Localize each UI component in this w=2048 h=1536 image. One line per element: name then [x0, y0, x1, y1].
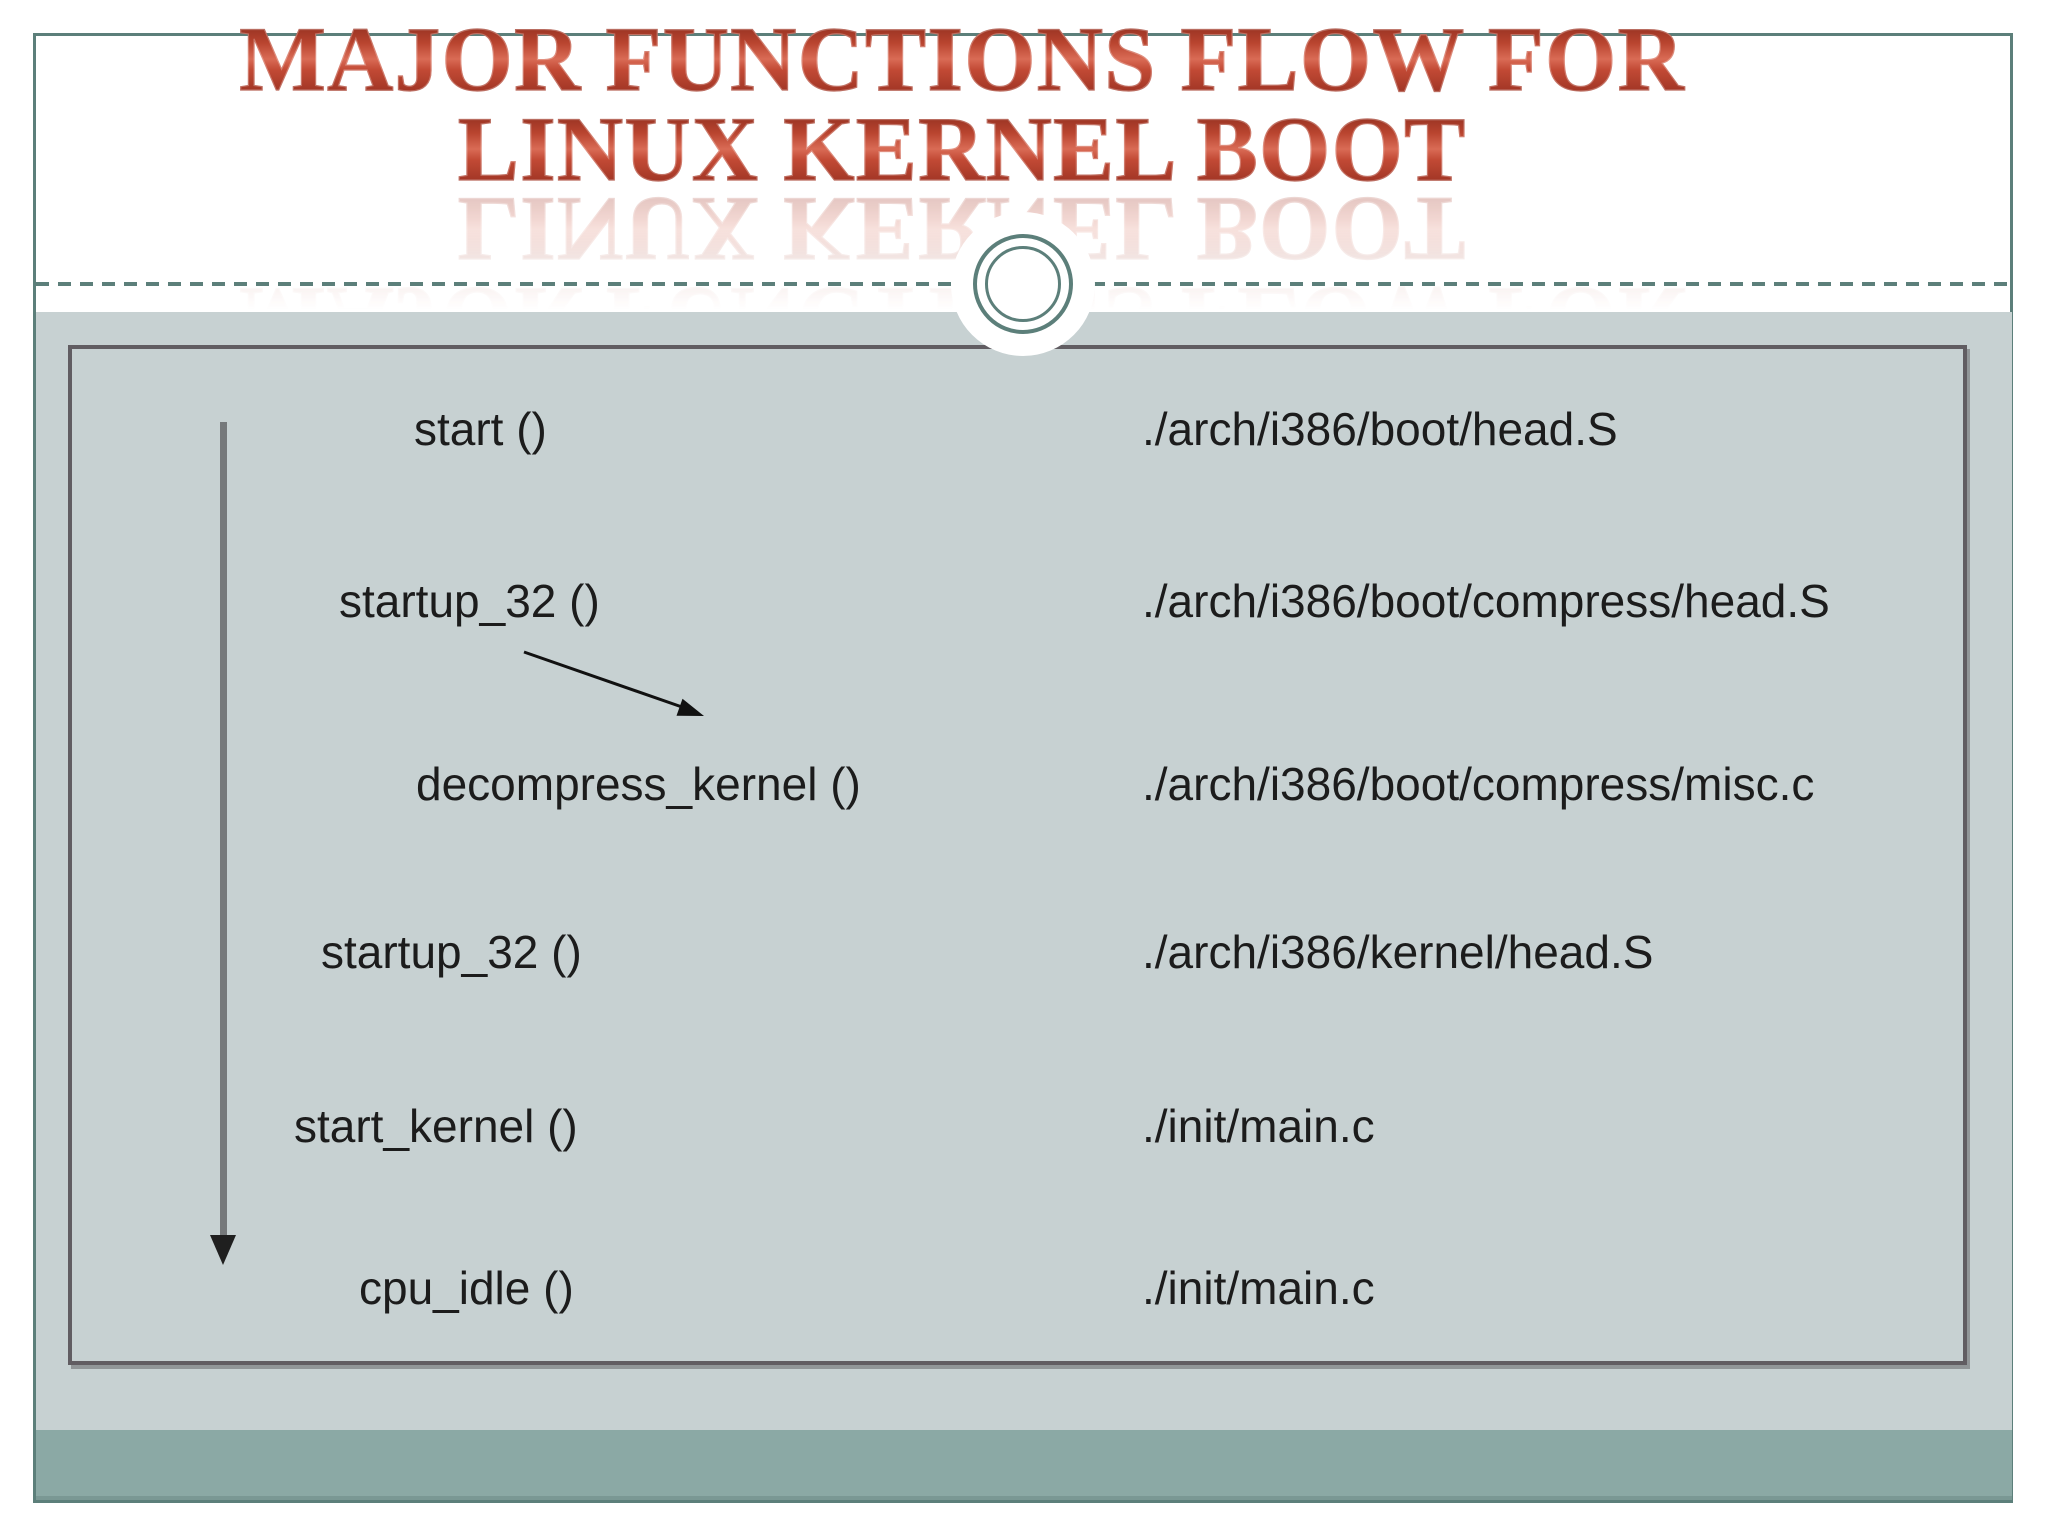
down-arrow-head-icon — [210, 1235, 236, 1265]
title-line-1: MAJOR FUNCTIONS FLOW FOR — [36, 12, 1888, 105]
diagonal-arrow-icon — [523, 650, 704, 716]
down-arrow-icon — [220, 422, 227, 1238]
source-file-path: ./init/main.c — [1142, 1262, 1375, 1314]
flow-row: startup_32 () ./arch/i386/boot/compress/… — [72, 573, 1963, 629]
function-name: startup_32 () — [321, 926, 582, 978]
function-name: start_kernel () — [294, 1100, 578, 1152]
flow-row: cpu_idle () ./init/main.c — [72, 1260, 1963, 1316]
function-name: decompress_kernel () — [416, 758, 861, 810]
circle-divider-inner-ring — [985, 246, 1061, 322]
slide-title: MAJOR FUNCTIONS FLOW FOR LINUX KERNEL BO… — [36, 12, 2012, 371]
source-file-path: ./arch/i386/kernel/head.S — [1142, 926, 1654, 978]
source-file-path: ./arch/i386/boot/compress/head.S — [1142, 575, 1830, 627]
flow-row: startup_32 () ./arch/i386/kernel/head.S — [72, 924, 1963, 980]
content-background-band — [36, 312, 2012, 1430]
flow-row: start_kernel () ./init/main.c — [72, 1098, 1963, 1154]
function-name: start () — [414, 403, 547, 455]
flow-row: start () ./arch/i386/boot/head.S — [72, 401, 1963, 457]
source-file-path: ./arch/i386/boot/head.S — [1142, 403, 1618, 455]
source-file-path: ./arch/i386/boot/compress/misc.c — [1142, 758, 1815, 810]
footer-bar — [36, 1430, 2012, 1500]
function-name: startup_32 () — [339, 575, 600, 627]
flow-diagram-box: start () ./arch/i386/boot/head.S startup… — [68, 345, 1967, 1365]
function-name: cpu_idle () — [359, 1262, 574, 1314]
flow-row: decompress_kernel () ./arch/i386/boot/co… — [72, 756, 1963, 812]
source-file-path: ./init/main.c — [1142, 1100, 1375, 1152]
title-line-2: LINUX KERNEL BOOT — [36, 102, 1888, 195]
